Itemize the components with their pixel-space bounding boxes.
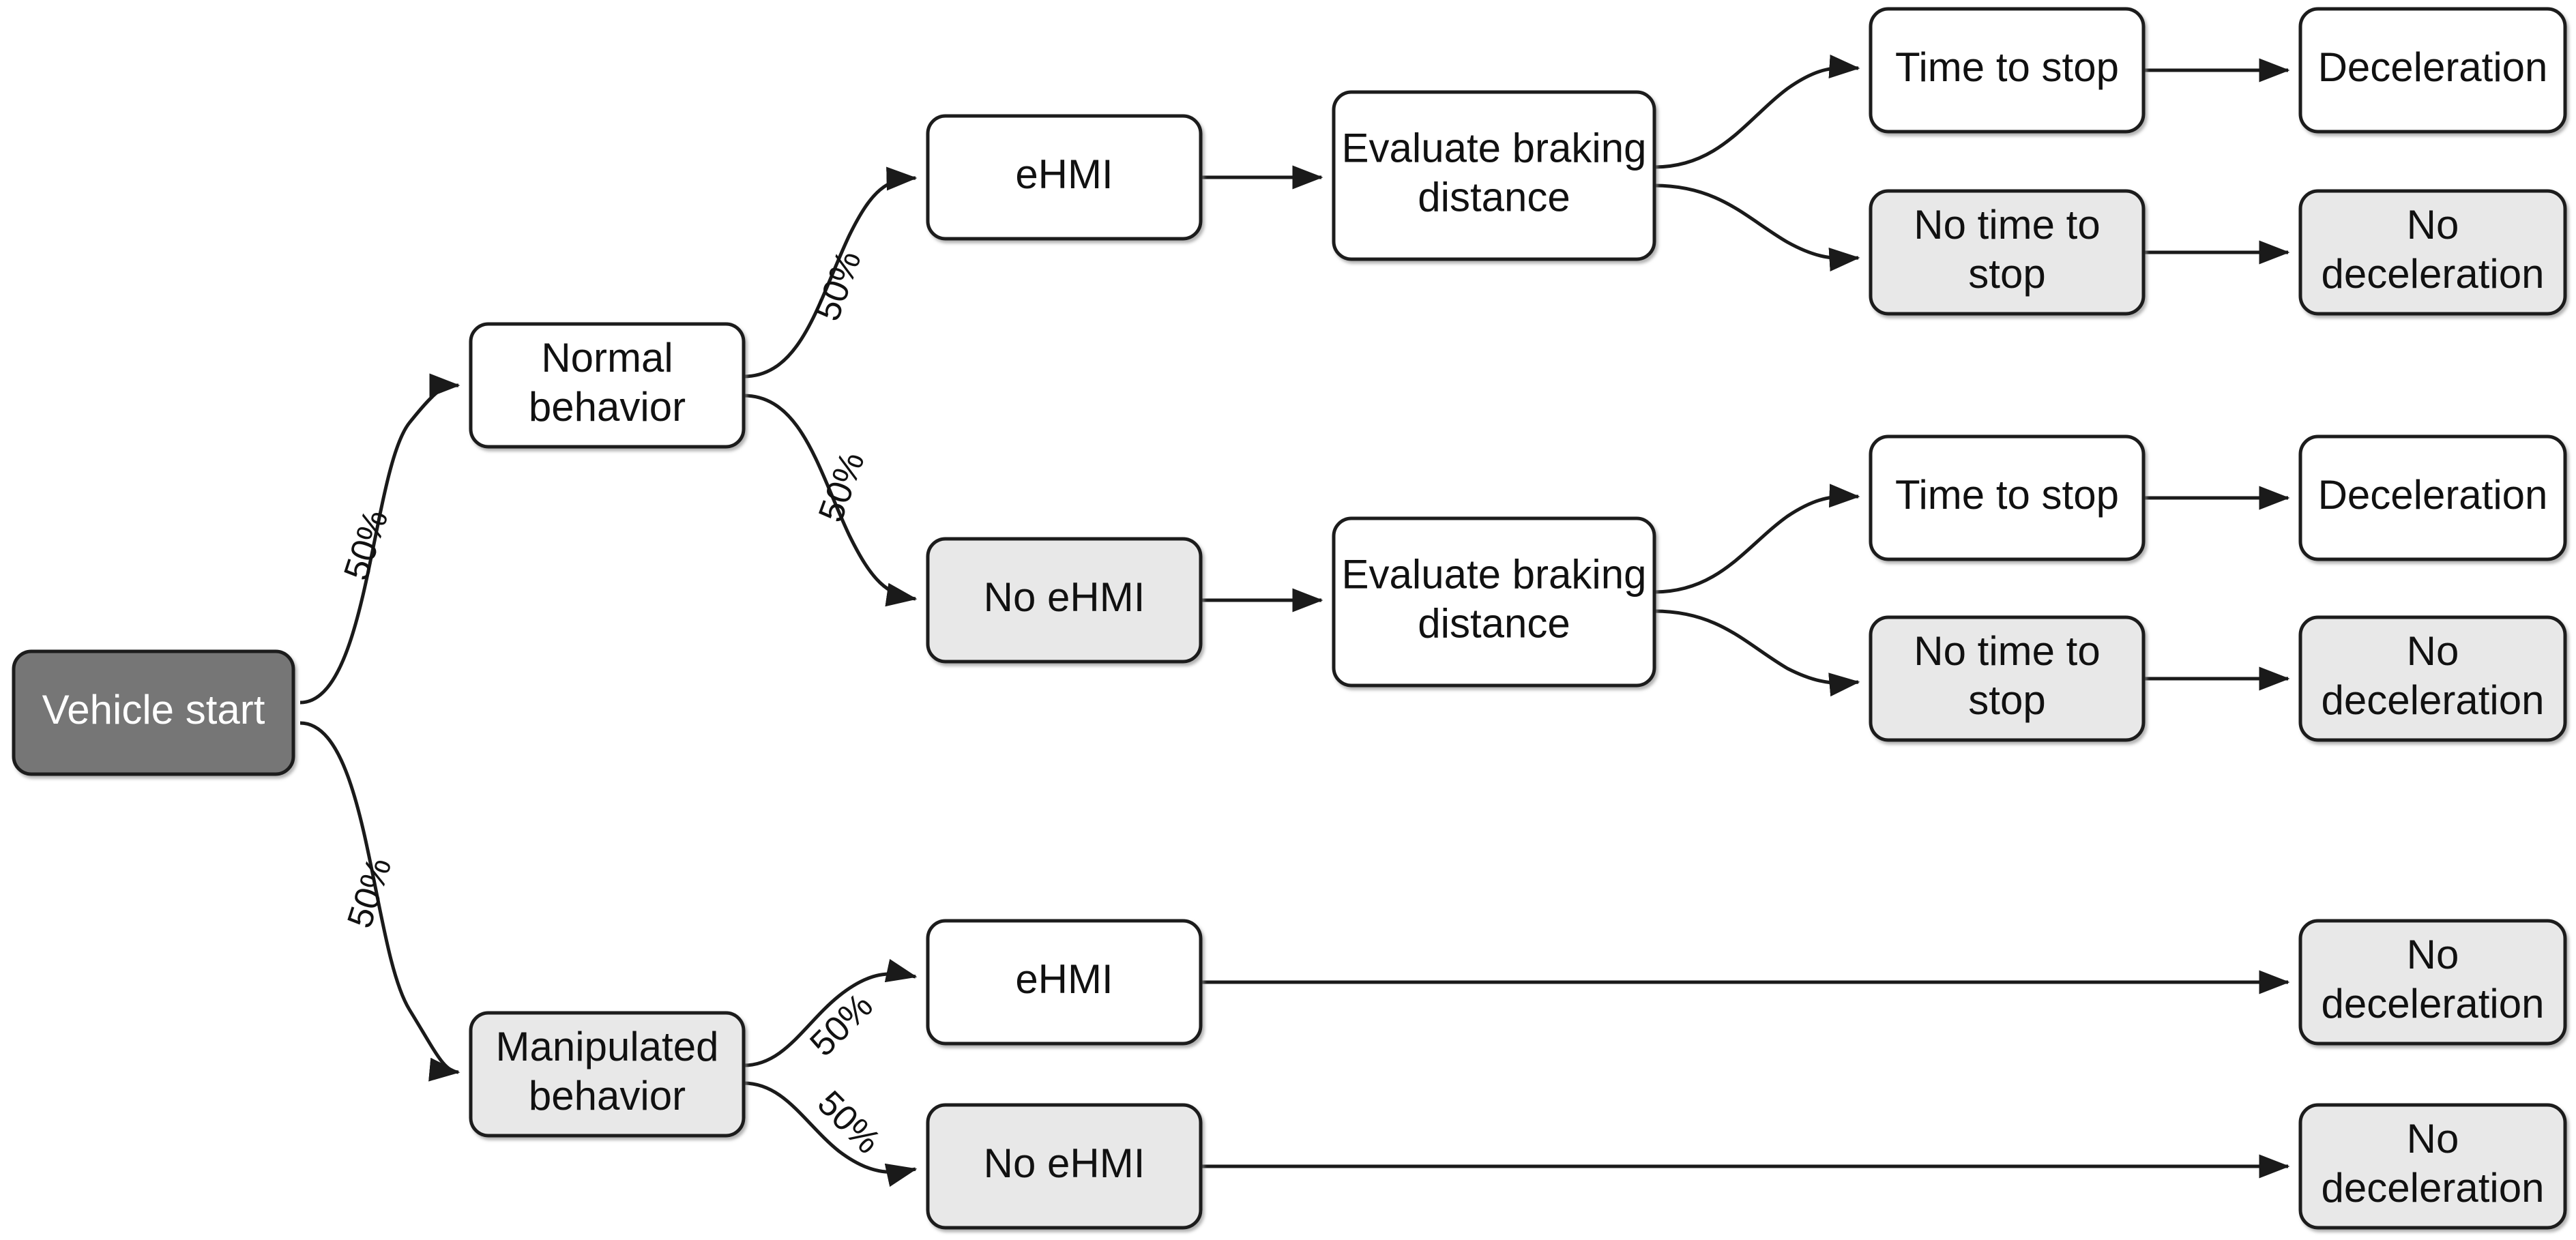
node-box — [1332, 516, 1656, 688]
edge-evaluate-braking-2-to-time-to-stop-2 — [1654, 484, 1860, 594]
node-label-line2: behavior — [529, 384, 686, 430]
node-label-line1: No — [2407, 628, 2459, 674]
node-label-line1: No time to — [1914, 202, 2100, 248]
node-box — [926, 114, 1203, 241]
edge-label-probability: 50% — [340, 853, 399, 933]
node-box — [2298, 615, 2567, 742]
edge-evaluate-braking-1-to-no-time-to-stop-1 — [1654, 183, 1860, 271]
node-label-line1: No — [2407, 202, 2459, 248]
edge-manipulated-behavior-to-no-ehmi-manipulated — [743, 1081, 918, 1187]
edge-normal-behavior-to-no-ehmi-normal — [743, 394, 918, 607]
node-box — [469, 1011, 746, 1138]
node-ehmi-normal[interactable]: eHMI — [926, 114, 1203, 241]
node-label-line2: distance — [1418, 174, 1570, 220]
node-label-line1: eHMI — [1015, 151, 1113, 197]
node-layer: Vehicle startNormalbehaviorManipulatedbe… — [12, 7, 2567, 1230]
node-label-line2: behavior — [529, 1073, 686, 1119]
node-label-line2: deceleration — [2322, 981, 2545, 1027]
node-box — [1869, 7, 2146, 134]
node-label-line1: No — [2407, 932, 2459, 977]
node-label-line1: Deceleration — [2318, 44, 2548, 90]
edge-normal-behavior-to-ehmi-normal — [743, 166, 918, 379]
node-no-ehmi-manipulated[interactable]: No eHMI — [926, 1103, 1203, 1230]
node-label-line1: Vehicle start — [42, 687, 265, 733]
node-box — [2298, 189, 2567, 316]
edge-label-probability: 50% — [802, 986, 881, 1064]
node-box — [469, 322, 746, 449]
edge-label-probability: 50% — [810, 1083, 888, 1162]
edge-label-probability: 50% — [808, 246, 869, 326]
node-box — [12, 649, 295, 776]
edge-evaluate-braking-2-to-no-time-to-stop-2 — [1654, 609, 1860, 697]
node-box — [2298, 919, 2567, 1046]
node-box — [926, 919, 1203, 1046]
node-label-line1: No — [2407, 1116, 2459, 1162]
node-box — [1869, 434, 2146, 561]
node-label-line2: deceleration — [2322, 1165, 2545, 1211]
edge-vehicle-start-to-manipulated-behavior — [299, 721, 460, 1082]
node-label-line2: stop — [1968, 251, 2045, 297]
node-label-line1: Time to stop — [1895, 472, 2119, 518]
node-box — [926, 1103, 1203, 1230]
edge-label-probability: 50% — [336, 505, 396, 585]
node-box — [2298, 1103, 2567, 1230]
node-time-to-stop-1[interactable]: Time to stop — [1869, 7, 2146, 134]
node-box — [926, 537, 1203, 664]
node-label-line1: No time to — [1914, 628, 2100, 674]
node-label-line1: Time to stop — [1895, 44, 2119, 90]
node-box — [1869, 189, 2146, 316]
node-no-ehmi-normal[interactable]: No eHMI — [926, 537, 1203, 664]
node-label-line2: deceleration — [2322, 677, 2545, 723]
node-box — [2298, 7, 2567, 134]
node-ehmi-manipulated[interactable]: eHMI — [926, 919, 1203, 1046]
edge-layer — [299, 55, 2290, 1187]
node-box — [1332, 90, 1656, 261]
node-deceleration-2[interactable]: Deceleration — [2298, 434, 2567, 561]
edge-vehicle-start-to-normal-behavior — [299, 373, 460, 705]
edge-manipulated-behavior-to-ehmi-manipulated — [743, 958, 918, 1067]
node-label-line2: distance — [1418, 600, 1570, 646]
node-label-line2: deceleration — [2322, 251, 2545, 297]
node-label-line1: eHMI — [1015, 956, 1113, 1002]
node-box — [1869, 615, 2146, 742]
node-label-line1: No eHMI — [984, 1140, 1145, 1186]
node-time-to-stop-2[interactable]: Time to stop — [1869, 434, 2146, 561]
node-label-line1: Manipulated — [496, 1024, 719, 1069]
node-deceleration-1[interactable]: Deceleration — [2298, 7, 2567, 134]
node-label-line2: stop — [1968, 677, 2045, 723]
edge-label-probability: 50% — [811, 447, 873, 527]
node-vehicle-start[interactable]: Vehicle start — [12, 649, 295, 776]
node-label-line1: Evaluate braking — [1342, 125, 1647, 171]
edge-evaluate-braking-1-to-time-to-stop-1 — [1654, 55, 1860, 169]
node-label-line1: Evaluate braking — [1342, 551, 1647, 597]
node-label-line1: Deceleration — [2318, 472, 2548, 518]
node-label-line1: No eHMI — [984, 574, 1145, 620]
node-box — [2298, 434, 2567, 561]
node-label-line1: Normal — [541, 335, 673, 381]
